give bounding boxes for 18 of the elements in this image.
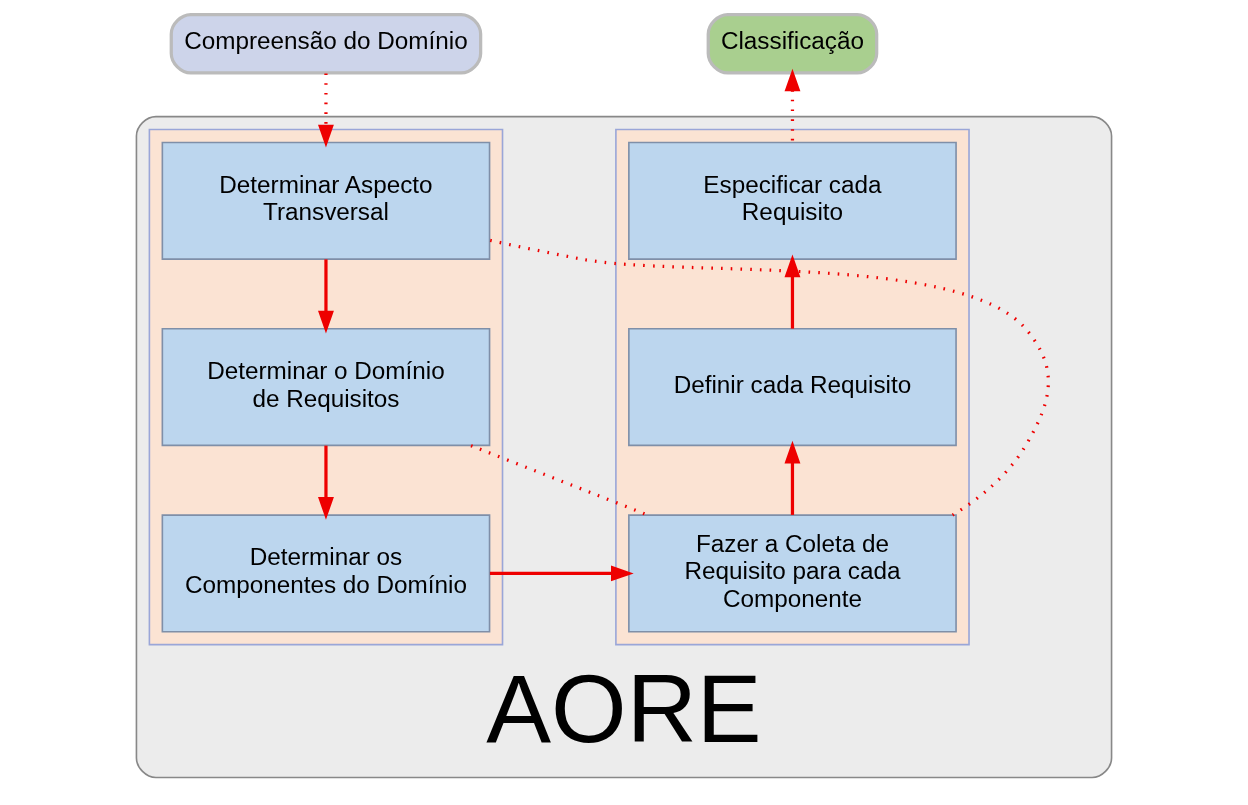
node-box: Classificação xyxy=(706,12,879,75)
node-box: Determinar Aspecto Transversal xyxy=(161,141,491,260)
cluster xyxy=(148,128,504,646)
node-box: Determinar o Domínio de Requisitos xyxy=(161,328,491,447)
node-box: Especificar cada Requisito xyxy=(628,141,957,260)
node-box: Determinar os Componentes do Domínio xyxy=(161,514,491,633)
node-box: Definir cada Requisito xyxy=(628,328,957,447)
arrow xyxy=(784,440,801,515)
node-box: Fazer a Coleta de Requisito para cada Componente xyxy=(628,514,957,633)
arrow xyxy=(318,445,334,520)
arrow xyxy=(784,254,801,329)
connector xyxy=(489,238,1050,517)
cluster xyxy=(615,128,970,646)
arrow xyxy=(318,73,334,148)
node-box: Compreensão do Domínio xyxy=(169,12,483,75)
arrow xyxy=(784,68,801,143)
arrow xyxy=(489,565,634,582)
arrow xyxy=(318,259,334,334)
